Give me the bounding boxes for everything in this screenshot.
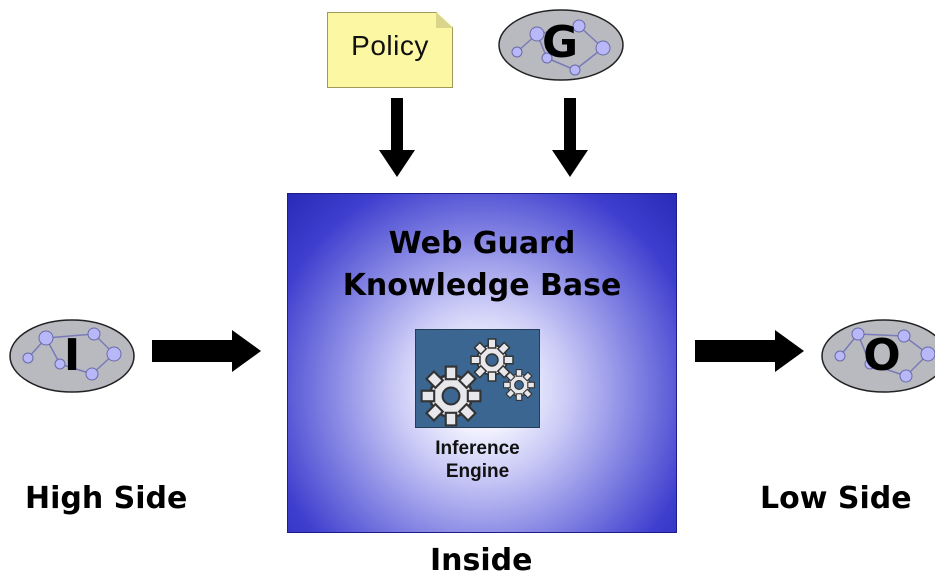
graph-i-icon	[9, 319, 135, 393]
inference-engine-label: Inference Engine	[400, 437, 555, 483]
arrow-right-out-icon	[695, 330, 804, 372]
graph-o-letter: O	[863, 330, 901, 381]
gears-icon	[420, 338, 536, 427]
knowledge-base-title: Web Guard Knowledge Base	[287, 223, 677, 307]
graph-o-icon	[821, 319, 935, 393]
kb-title-line2: Knowledge Base	[342, 268, 622, 303]
graph-i-letter: I	[63, 330, 81, 381]
high-side-label: High Side	[25, 481, 188, 516]
arrow-down-policy-icon	[379, 98, 415, 177]
graph-o	[820, 318, 935, 394]
inference-engine-panel	[415, 329, 540, 428]
graph-g-letter: G	[541, 17, 579, 68]
arrow-right-in-icon	[152, 330, 261, 372]
engine-label-line1: Inference	[435, 438, 520, 459]
inside-label: Inside	[430, 543, 533, 578]
engine-label-line2: Engine	[445, 461, 510, 482]
arrow-down-g-icon	[552, 98, 588, 177]
graph-g	[497, 8, 625, 82]
policy-document	[327, 12, 453, 88]
graph-i	[8, 318, 136, 394]
kb-title-line1: Web Guard	[388, 226, 576, 261]
graph-g-icon	[498, 9, 624, 81]
low-side-label: Low Side	[760, 481, 912, 516]
policy-label: Policy	[351, 30, 429, 61]
